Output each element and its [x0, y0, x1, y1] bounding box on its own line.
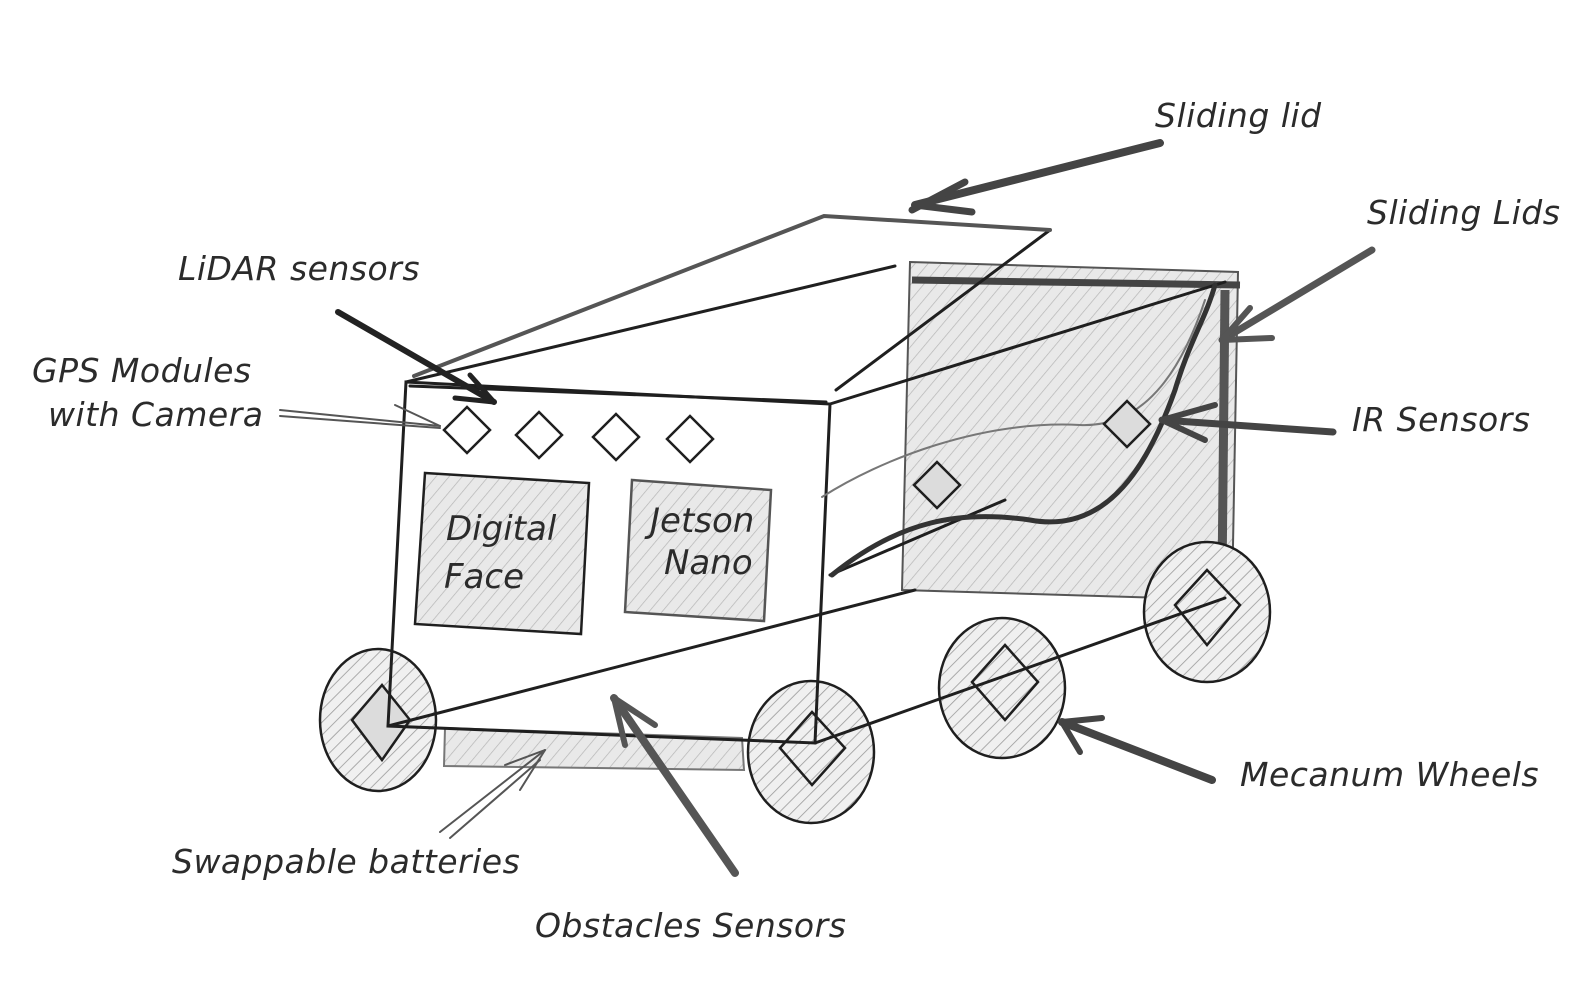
wires [821, 282, 1218, 578]
mecanum-arrow [1058, 718, 1216, 784]
gps-arrow [279, 409, 441, 427]
sliding-lid-arrow [911, 139, 1164, 209]
front-wheel-left [318, 647, 438, 793]
lidar-sensor-2 [514, 410, 564, 460]
digital-face-panel: Digital Face [413, 471, 591, 636]
label-swappable-batteries: Swappable batteries [172, 842, 520, 881]
robot-body [386, 228, 1227, 745]
batteries-arrow [439, 749, 546, 833]
digital-face-label-1: Digital [446, 509, 557, 549]
lidar-sensor-1 [442, 405, 492, 455]
front-wheel-right [746, 679, 876, 825]
label-with-camera: with Camera [48, 395, 264, 434]
sliding-lids-arrow [1218, 246, 1376, 344]
ir-arrow [1158, 416, 1337, 436]
rear-wheel-right [1142, 540, 1272, 684]
labels: Sliding lid Sliding Lids LiDAR sensors G… [32, 96, 1560, 945]
arrows [279, 139, 1376, 877]
label-lidar-sensors: LiDAR sensors [178, 249, 420, 288]
label-mecanum-wheels: Mecanum Wheels [1240, 755, 1539, 794]
label-ir-sensors: IR Sensors [1352, 400, 1530, 439]
lidar-sensor-3 [591, 412, 641, 462]
rear-wheel-middle [937, 616, 1067, 760]
digital-face-label-2: Face [444, 557, 524, 597]
jetson-nano-panel: Jetson Nano [623, 478, 773, 623]
label-sliding-lid: Sliding lid [1155, 96, 1322, 135]
sliding-lid-outline [412, 213, 1052, 378]
obstacles-arrow [610, 694, 739, 877]
label-gps-modules: GPS Modules [32, 351, 252, 390]
lidar-arrow [335, 309, 497, 405]
label-sliding-lids: Sliding Lids [1367, 193, 1560, 232]
jetson-label-1: Jetson [644, 501, 754, 541]
label-obstacles-sensors: Obstacles Sensors [535, 906, 846, 945]
lidar-sensor-4 [665, 414, 715, 464]
jetson-label-2: Nano [664, 543, 753, 583]
ir-sensor-1 [912, 460, 962, 510]
ir-sensor-2 [1102, 399, 1152, 449]
